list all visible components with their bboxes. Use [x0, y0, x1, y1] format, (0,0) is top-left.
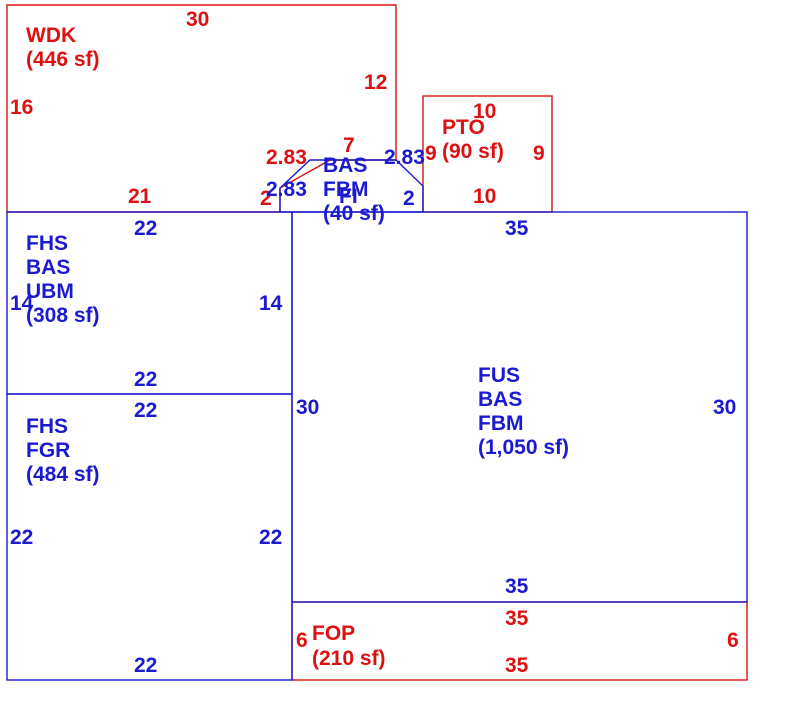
dim-fus-bottom: 35 — [505, 575, 529, 598]
dim-wdk-right: 12 — [364, 71, 387, 94]
fus-outline — [291, 211, 748, 603]
dim-bas-right: 2 — [403, 187, 415, 210]
dim-fhs2-right: 22 — [259, 526, 282, 549]
dim-fop-top: 35 — [505, 607, 529, 630]
dim-fhs1-top: 22 — [134, 217, 157, 240]
dim-fus-top: 35 — [505, 217, 529, 240]
dim-wdk-top: 30 — [186, 8, 209, 31]
fhs-bas-label: FHS BAS UBM (308 sf) — [26, 232, 100, 327]
pto-label: PTO (90 sf) — [442, 116, 504, 163]
dim-bas-diag-right: 2.83 — [384, 146, 425, 169]
dim-bas-diag-left: 2.83 — [266, 178, 307, 201]
dim-wdk-step: 2 — [260, 187, 272, 210]
dim-pto-left: 9 — [425, 142, 437, 165]
fhs-fgr-label: FHS FGR (484 sf) — [26, 415, 100, 486]
dim-fus-left: 30 — [296, 396, 319, 419]
dim-fhs1-right: 14 — [259, 292, 283, 315]
dim-wdk-left: 16 — [10, 96, 33, 119]
fus-label: FUS BAS FBM (1,050 sf) — [478, 364, 569, 459]
dim-fhs1-left: 14 — [10, 292, 34, 315]
dim-pto-right: 9 — [533, 142, 545, 165]
dim-fhs2-top: 22 — [134, 399, 157, 422]
bas-small-label: BAS FBM (40 sf) — [323, 154, 385, 225]
dim-fop-left: 6 — [296, 629, 308, 652]
fop-label: FOP (210 sf) — [312, 622, 386, 670]
dim-pto-bottom: 10 — [473, 185, 496, 208]
dim-fhs2-bottom: 22 — [134, 654, 157, 677]
dim-wdk-bottom: 21 — [128, 185, 152, 208]
dim-wdk-diag-left: 2.83 — [266, 146, 307, 169]
dim-fus-right: 30 — [713, 396, 736, 419]
dim-fhs1-bottom: 22 — [134, 368, 157, 391]
bas-small-overlap-label: FI — [339, 185, 358, 208]
wdk-label: WDK (446 sf) — [26, 24, 100, 71]
dim-fhs2-left: 22 — [10, 526, 33, 549]
dim-pto-top: 10 — [473, 100, 496, 123]
dim-fop-bottom: 35 — [505, 654, 529, 677]
dim-wdk-notch-top: 7 — [343, 134, 355, 157]
dim-fop-right: 6 — [727, 629, 739, 652]
